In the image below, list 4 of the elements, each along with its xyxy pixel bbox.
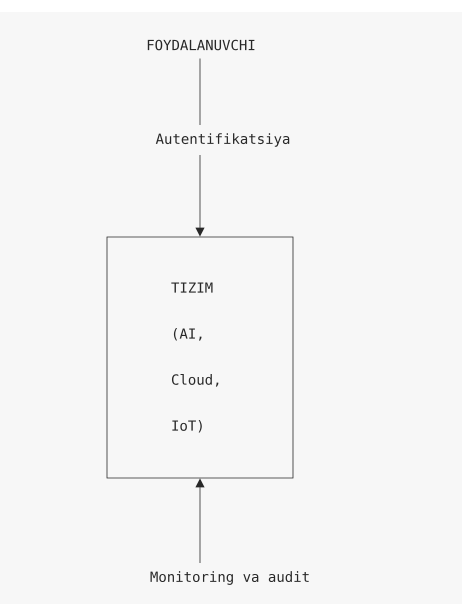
text-label: Autentifikatsiya — [156, 133, 290, 147]
text-label: Monitoring va audit — [150, 571, 309, 585]
text-label: FOYDALANUVCHI — [148, 40, 254, 50]
system-box: TIZIM (AI, Cloud, IoT) — [106, 236, 294, 478]
